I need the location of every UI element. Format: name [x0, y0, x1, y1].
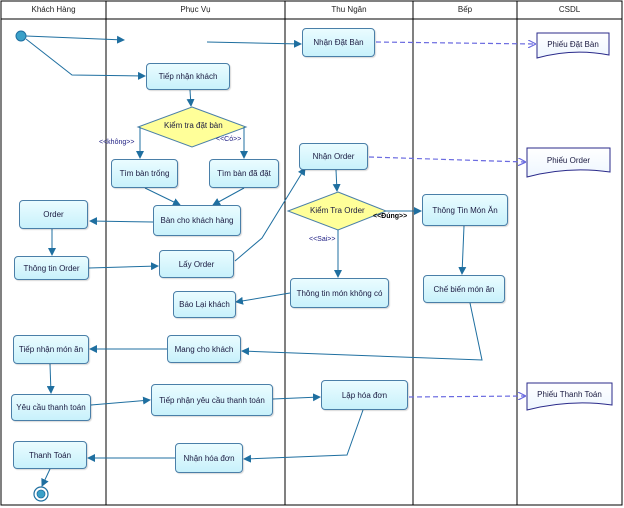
lane-header-phuc-vu: Phục Vụ — [180, 5, 211, 14]
action-nhan-hoa-don[interactable]: Nhận hóa đơn — [175, 443, 243, 473]
action-lap-hoa-don[interactable]: Lập hóa đơn — [321, 380, 408, 410]
action-lay-order[interactable]: Lấy Order — [159, 250, 234, 278]
decision-kiem-tra-order-label: Kiểm Tra Order — [310, 206, 365, 215]
lane-header-khach-hang: Khách Hàng — [31, 5, 76, 14]
doc-phieu-order-label: Phiếu Order — [546, 156, 591, 165]
lane-header-thu-ngan: Thu Ngân — [331, 5, 367, 14]
action-tim-ban-trong[interactable]: Tìm bàn trống — [111, 159, 178, 188]
lane-header-csdl: CSDL — [558, 5, 581, 14]
dependency-links — [368, 42, 535, 397]
decision-kiem-tra-dat-ban-label: Kiểm tra đặt bàn — [164, 121, 223, 130]
action-thong-tin-mon-an[interactable]: Thông Tin Món Ăn — [422, 194, 508, 226]
action-thanh-toan[interactable]: Thanh Toán — [13, 441, 87, 469]
end-node — [33, 486, 49, 502]
action-yeu-cau-thanh-toan[interactable]: Yêu cầu thanh toán — [11, 394, 91, 421]
guard-dung: <<Đúng>> — [373, 213, 408, 220]
guard-co: <<Có>> — [216, 136, 242, 143]
control-flows — [25, 35, 483, 487]
action-ban-cho-khach-hang[interactable]: Bàn cho khách hàng — [153, 205, 241, 236]
action-order[interactable]: Order — [19, 200, 88, 229]
lane-header-bep: Bếp — [457, 5, 473, 14]
action-mang-cho-khach[interactable]: Mang cho khách — [167, 335, 241, 363]
doc-phieu-thanh-toan-label: Phiếu Thanh Toán — [537, 390, 602, 399]
action-bao-lai-khach[interactable]: Báo Lại khách — [173, 291, 236, 318]
action-tiep-nhan-mon-an[interactable]: Tiếp nhận món ăn — [13, 335, 89, 364]
action-nhan-order[interactable]: Nhận Order — [299, 143, 368, 170]
guard-sai: <<Sai>> — [309, 236, 336, 243]
doc-phieu-order — [526, 147, 611, 178]
decision-kiem-tra-dat-ban — [136, 106, 248, 148]
start-node — [15, 30, 27, 42]
action-thong-tin-order[interactable]: Thông tin Order — [14, 256, 89, 280]
action-tim-ban-da-dat[interactable]: Tìm bàn đã đặt — [209, 159, 279, 188]
doc-phieu-dat-ban-label: Phiếu Đặt Bàn — [547, 40, 599, 49]
guard-khong: <<không>> — [99, 139, 135, 146]
action-che-bien-mon-an[interactable]: Chế biến món ăn — [423, 275, 505, 303]
action-tiep-nhan-yeu-cau-thanh-toan[interactable]: Tiếp nhận yêu cầu thanh toán — [151, 384, 273, 416]
action-thong-tin-mon-khong-co[interactable]: Thông tin món không có — [290, 278, 389, 308]
doc-phieu-dat-ban — [536, 32, 610, 59]
action-tiep-nhan-khach[interactable]: Tiếp nhận khách — [146, 63, 230, 90]
action-nhan-dat-ban[interactable]: Nhận Đặt Bàn — [302, 28, 375, 57]
doc-phieu-thanh-toan — [526, 382, 613, 411]
